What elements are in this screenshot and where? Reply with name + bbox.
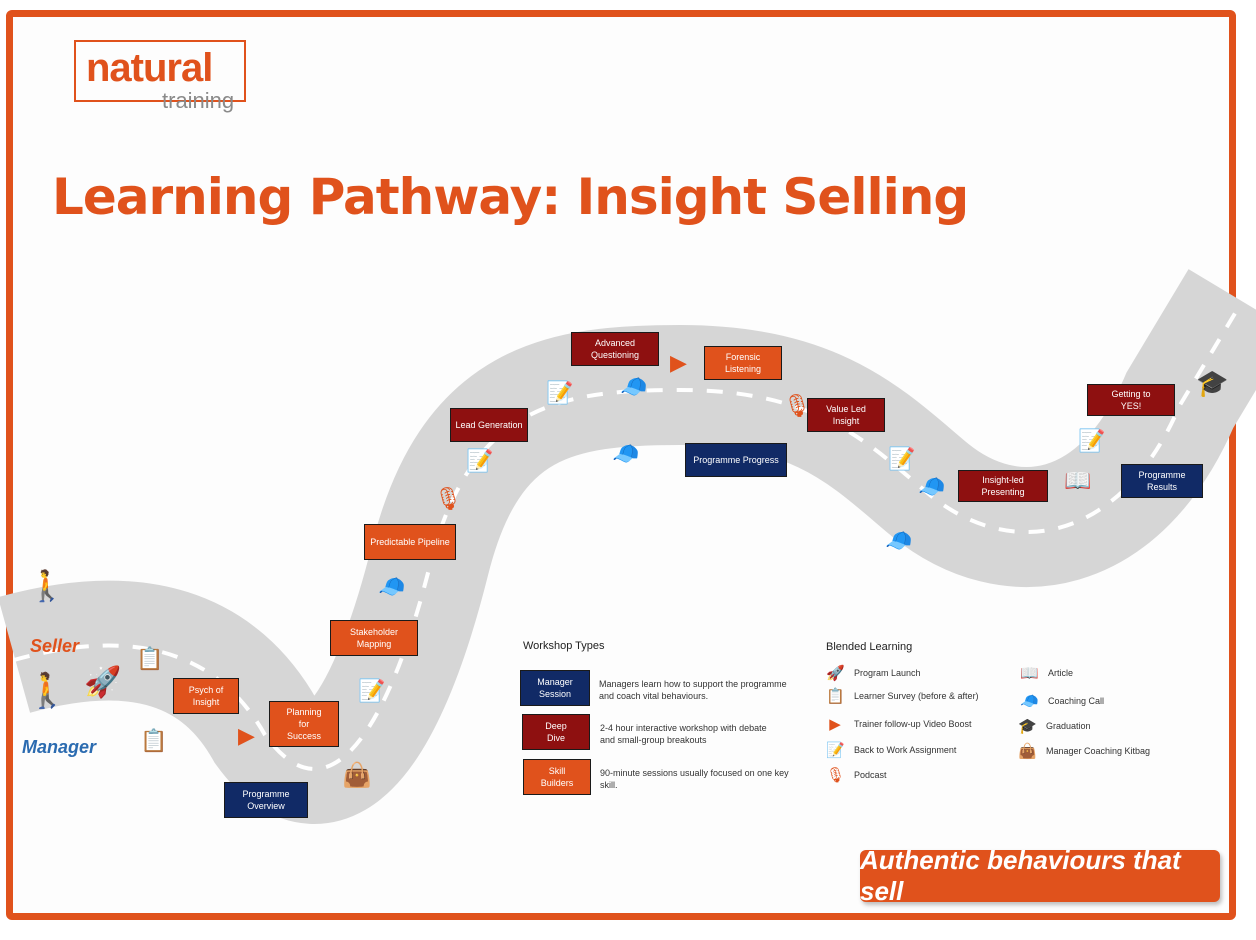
cap-icon: 🧢: [620, 374, 648, 399]
kitbag-icon: 👜: [1018, 743, 1037, 760]
stage-programme-results: Programme Results: [1121, 464, 1203, 498]
stage-planning-for-success: Planning for Success: [269, 701, 339, 747]
tagline-banner: Authentic behaviours that sell: [860, 845, 1220, 906]
graduation-cap-icon: 🎓: [1196, 368, 1229, 398]
logo-wordmark: natural: [86, 46, 213, 90]
road-surface: [0, 269, 1256, 824]
cap-icon: 🧢: [1020, 693, 1039, 710]
stage-programme-progress: Programme Progress: [685, 443, 787, 477]
assignment-icon: 📝: [358, 678, 386, 703]
logo-subtitle: training: [162, 88, 235, 113]
road-centre-line: [13, 303, 1242, 771]
cap-icon: 🧢: [378, 574, 406, 599]
legend-manager-kitbag: 👜Manager Coaching Kitbag: [1018, 743, 1151, 760]
assignment-icon: 📝: [1078, 428, 1106, 453]
play-icon: ▶: [829, 716, 841, 733]
rocket-icon: 🚀: [84, 666, 122, 699]
legend-manager-session: Manager Session: [520, 670, 590, 706]
legend-graduation: 🎓Graduation: [1018, 718, 1091, 735]
cap-icon: 🧢: [918, 474, 946, 499]
cap-icon: 🧢: [612, 441, 640, 466]
microphone-icon: 🎙: [434, 486, 462, 511]
legend-deep-dive: Deep Dive: [522, 714, 590, 750]
survey-icon: 📋: [140, 728, 168, 753]
stage-programme-overview: Programme Overview: [224, 782, 308, 818]
legend-video-boost: ▶Trainer follow-up Video Boost: [826, 715, 971, 733]
legend-back-to-work: 📝Back to Work Assignment: [826, 742, 957, 759]
seller-label: Seller: [30, 636, 80, 656]
blended-learning-heading: Blended Learning: [826, 641, 913, 653]
assignment-icon: 📝: [888, 446, 916, 471]
legend-deep-dive-desc: 2-4 hour interactive workshop with debat…: [600, 723, 767, 745]
workshop-types-heading: Workshop Types: [523, 640, 605, 652]
legend-article: 📖Article: [1020, 665, 1074, 682]
page-title: Learning Pathway: Insight Selling: [52, 168, 969, 226]
microphone-icon: 🎙: [826, 767, 846, 784]
stage-lead-generation: Lead Generation: [450, 408, 528, 442]
legend-learner-survey: 📋Learner Survey (before & after): [826, 688, 979, 705]
survey-icon: 📋: [826, 688, 845, 705]
stage-predictable-pipeline: Predictable Pipeline: [364, 524, 456, 560]
rocket-icon: 🚀: [826, 665, 845, 682]
legend-manager-session-desc: Managers learn how to support the progra…: [599, 679, 787, 701]
assignment-icon: 📝: [826, 742, 845, 759]
stage-getting-to-yes: Getting to YES!: [1087, 384, 1175, 416]
page-frame: [6, 10, 1236, 920]
stage-psych-of-insight: Psych of Insight: [173, 678, 239, 714]
legend-podcast: 🎙Podcast: [826, 767, 887, 784]
legend-program-launch: 🚀Program Launch: [826, 665, 921, 682]
seller-walking-icon: 🚶: [28, 570, 66, 603]
stage-stakeholder-mapping: Stakeholder Mapping: [330, 620, 418, 656]
stage-forensic-listening: Forensic Listening: [704, 346, 782, 380]
book-icon: 📖: [1064, 468, 1092, 493]
kitbag-icon: 👜: [342, 762, 372, 789]
legend-skill-builders: Skill Builders: [523, 759, 591, 795]
stage-advanced-questioning: Advanced Questioning: [571, 332, 659, 366]
book-icon: 📖: [1020, 665, 1039, 682]
assignment-icon: 📝: [466, 448, 494, 473]
stage-insight-led-presenting: Insight-led Presenting: [958, 470, 1048, 502]
microphone-icon: 🎙: [783, 393, 811, 418]
play-icon: ▶: [670, 350, 687, 375]
legend-coaching-call: 🧢Coaching Call: [1020, 693, 1105, 710]
manager-walking-icon: 🚶: [26, 672, 69, 710]
play-icon: ▶: [238, 723, 255, 748]
manager-label: Manager: [22, 737, 97, 757]
assignment-icon: 📝: [546, 380, 574, 405]
stage-value-led-insight: Value Led Insight: [807, 398, 885, 432]
cap-icon: 🧢: [885, 528, 913, 553]
graduation-cap-icon: 🎓: [1018, 718, 1037, 735]
logo-frame: [74, 40, 246, 102]
survey-icon: 📋: [136, 646, 164, 671]
legend-skill-builders-desc: 90-minute sessions usually focused on on…: [600, 768, 789, 790]
